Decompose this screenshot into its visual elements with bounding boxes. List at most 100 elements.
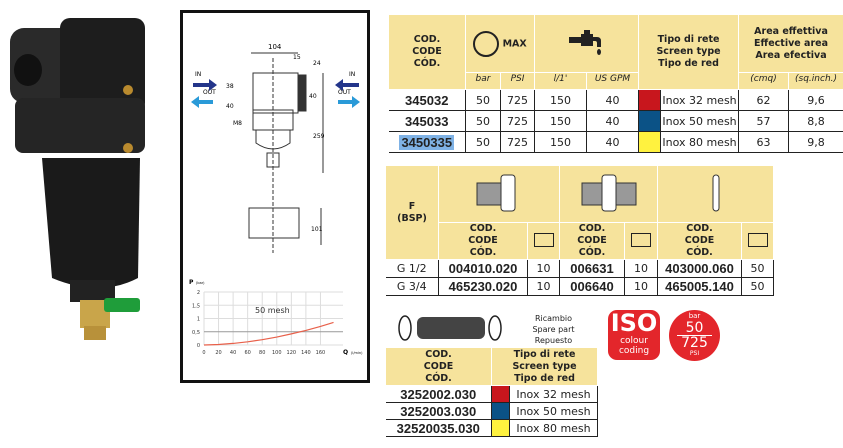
spare-code: 32520035.030 xyxy=(385,419,492,437)
spare-code: 3252003.030 xyxy=(385,402,492,420)
badge-psi-label: PSI xyxy=(689,350,700,357)
pack-qty: 10 xyxy=(624,277,658,296)
pack-qty: 10 xyxy=(527,259,560,278)
screen-cartridge-icon xyxy=(385,310,510,348)
flow-header xyxy=(534,14,640,73)
fitting-code: 004010.020 xyxy=(438,259,528,278)
y-tick-label: 0 xyxy=(197,343,200,349)
iso-colour-coding-badge: ISO colour coding xyxy=(608,310,660,360)
dim-40-right: 40 xyxy=(309,93,317,100)
table-row: 345033 50 725 150 40 Inox 50 mesh 57 8,8 xyxy=(388,110,843,132)
technical-drawing-panel: 104 15 24 38 40 40 M8 259 101 IN IN OUT … xyxy=(180,10,370,383)
dim-24: 24 xyxy=(313,60,321,67)
product-code[interactable]: 3450335 xyxy=(399,134,455,150)
product-code-cell: 345033 xyxy=(388,110,466,132)
x-tick-label: 60 xyxy=(244,350,250,356)
area-sqin: 9,8 xyxy=(788,131,843,153)
flow-gpm: 40 xyxy=(586,110,640,132)
y-tick-label: 2 xyxy=(197,290,200,296)
double-nipple-icon xyxy=(559,165,658,223)
x-tick-label: 140 xyxy=(301,350,311,356)
screen-type: Inox 32 mesh xyxy=(509,385,598,403)
out-label-left: OUT xyxy=(203,89,216,96)
dim-101: 101 xyxy=(311,226,323,233)
fitting-code: 403000.060 xyxy=(657,259,742,278)
area-sqin: 9,6 xyxy=(788,89,843,111)
bar-value: 50 xyxy=(465,89,501,111)
flow-lmin: 150 xyxy=(534,89,588,111)
bar-value: 50 xyxy=(465,110,501,132)
spare-code: 3252002.030 xyxy=(385,385,492,403)
max-pressure-header: MAX xyxy=(464,14,536,73)
iso-sub-2: coding xyxy=(618,346,650,356)
x-tick-label: 20 xyxy=(215,350,221,356)
colour-swatch xyxy=(491,385,510,403)
package-box-icon xyxy=(741,222,774,260)
y-axis-unit: (bar) xyxy=(196,281,205,285)
bar-value: 50 xyxy=(465,131,501,153)
colour-swatch xyxy=(638,131,662,153)
fitting-code: 465230.020 xyxy=(438,277,528,296)
product-code[interactable]: 345032 xyxy=(405,92,449,108)
screen-type: Inox 80 mesh xyxy=(509,419,598,437)
area-cmq: 63 xyxy=(738,131,790,153)
f-bsp-header: F(BSP) xyxy=(385,165,439,260)
y-tick-label: 0,5 xyxy=(192,330,200,336)
dim-38: 38 xyxy=(226,83,234,90)
x-axis-label: Q xyxy=(343,349,348,356)
x-tick-label: 0 xyxy=(202,350,205,356)
colour-swatch xyxy=(638,89,662,111)
product-code[interactable]: 345033 xyxy=(405,113,449,129)
unit-sqinch: (sq.inch.) xyxy=(788,72,843,90)
package-box-icon xyxy=(527,222,560,260)
fitting-code: 006631 xyxy=(559,259,625,278)
pack-qty: 50 xyxy=(741,277,774,296)
unit-lmin: l/1' xyxy=(534,72,588,90)
x-tick-label: 120 xyxy=(287,350,297,356)
dimension-drawing: 104 15 24 38 40 40 M8 259 101 IN IN OUT … xyxy=(191,43,360,253)
area-cmq: 62 xyxy=(738,89,790,111)
dim-40-left: 40 xyxy=(226,103,234,110)
dim-width: 104 xyxy=(268,43,282,51)
y-axis-label: P xyxy=(189,279,194,286)
in-arrow-icon xyxy=(193,79,359,91)
colour-swatch xyxy=(638,110,662,132)
out-arrow-icon xyxy=(191,96,360,108)
screen-type: Inox 50 mesh xyxy=(509,402,598,420)
series-line-50-mesh xyxy=(203,321,334,346)
male-plug-icon xyxy=(438,165,560,223)
unit-psi: PSI xyxy=(499,72,536,90)
area-sqin: 8,8 xyxy=(788,110,843,132)
y-tick-label: 1 xyxy=(197,317,200,323)
dim-259: 259 xyxy=(313,133,325,140)
o-ring-icon xyxy=(657,165,774,223)
fitting-size: G 3/4 xyxy=(385,277,439,296)
screen-type: Inox 80 mesh xyxy=(660,131,740,153)
water-tap-icon xyxy=(568,30,601,55)
screen-type: Inox 50 mesh xyxy=(660,110,740,132)
product-code-cell: 3450335 xyxy=(388,131,466,153)
table-row: G 3/4 465230.020 10 006640 10 465005.140… xyxy=(385,277,774,296)
pack-qty: 50 xyxy=(741,259,774,278)
fitting-size: G 1/2 xyxy=(385,259,439,278)
out-label-right: OUT xyxy=(338,89,351,96)
filter-product-photo xyxy=(10,18,145,340)
flow-lmin: 150 xyxy=(534,110,588,132)
colour-swatch xyxy=(491,419,510,437)
x-tick-label: 40 xyxy=(230,350,236,356)
pressure-rating-badge: bar 50 725 PSI xyxy=(669,310,720,361)
unit-cmq: (cmq) xyxy=(738,72,790,90)
badge-bar-label: bar xyxy=(688,312,701,320)
in-label-right: IN xyxy=(349,71,355,78)
badge-bar-value: 50 xyxy=(677,321,712,336)
dim-m8: M8 xyxy=(233,120,242,127)
